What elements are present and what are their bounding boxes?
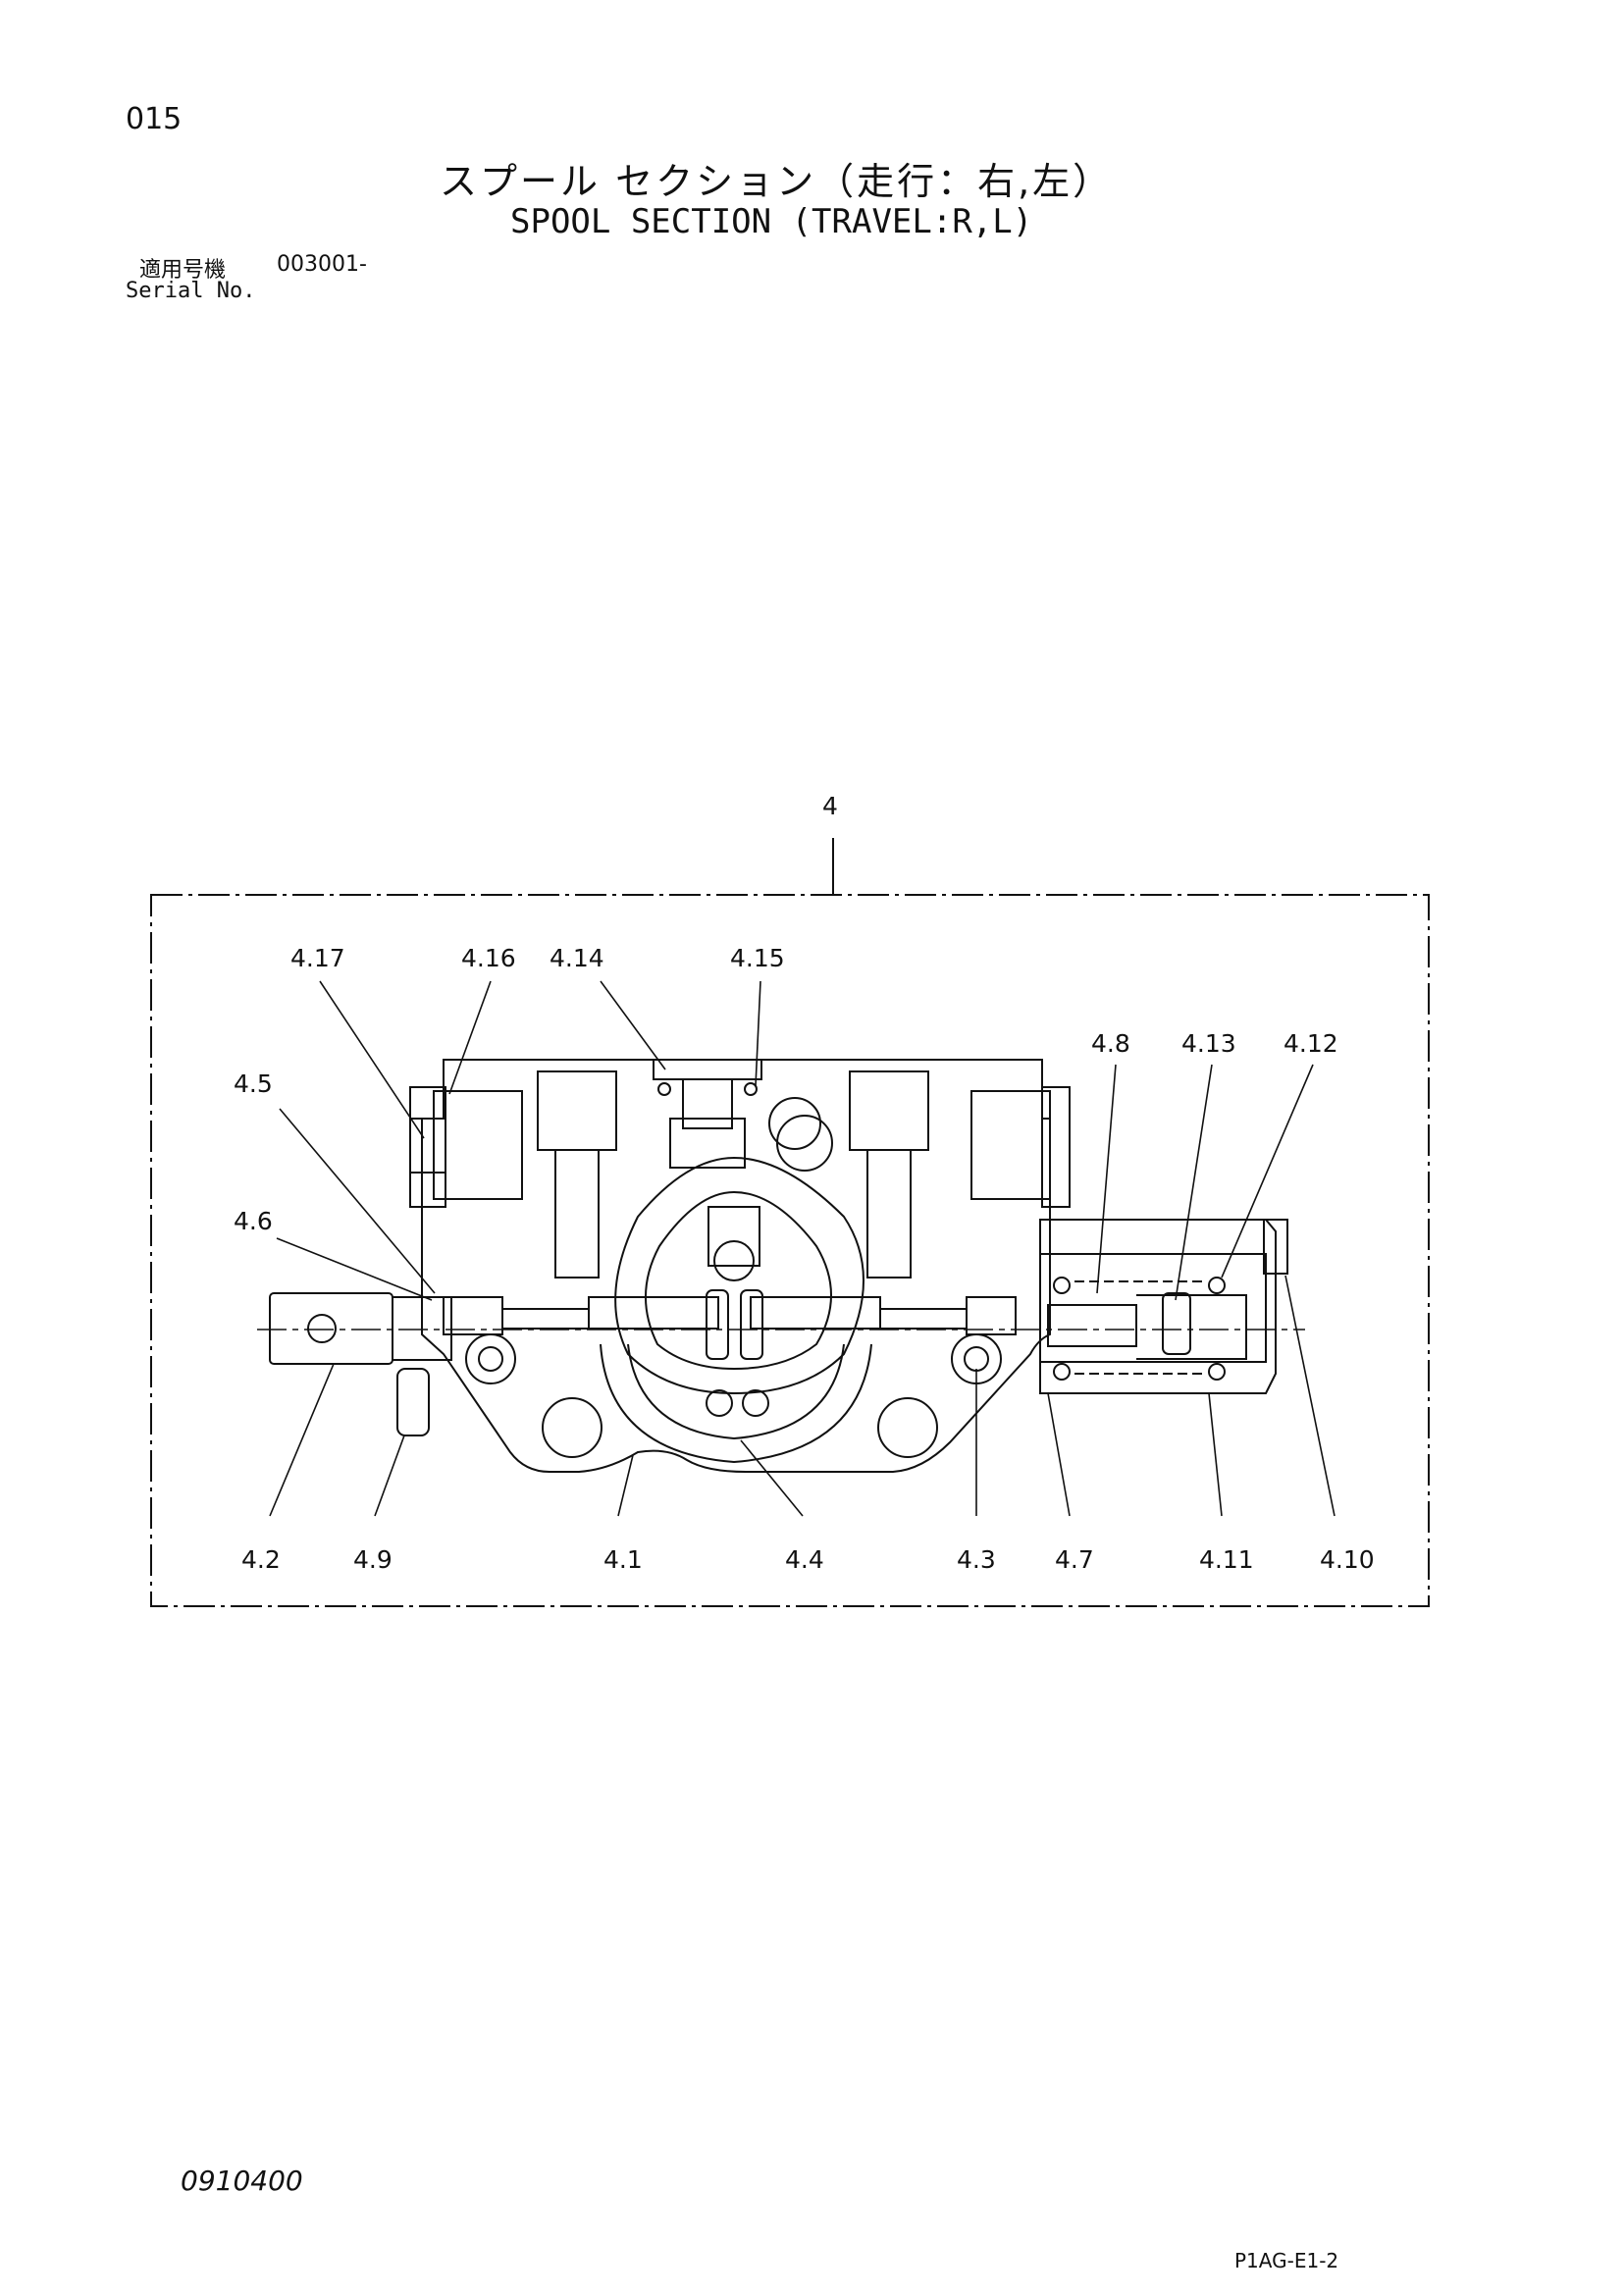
document-code: 0910400 — [181, 2165, 303, 2197]
callout-label: 4.8 — [1091, 1029, 1130, 1058]
port-right — [849, 1070, 929, 1151]
callout-label: 4.10 — [1320, 1545, 1375, 1574]
spring-seat — [1162, 1292, 1191, 1355]
spool-land — [443, 1296, 503, 1335]
right-plug — [970, 1090, 1051, 1200]
callout-label: 4.7 — [1055, 1545, 1094, 1574]
spool-land-center-left — [588, 1296, 719, 1330]
spool-end — [269, 1292, 393, 1365]
serial-label-jp: 適用号機 — [139, 258, 227, 283]
callout-label: 4.1 — [603, 1545, 643, 1574]
callout-label: 4.17 — [290, 944, 345, 972]
assembly-frame — [150, 894, 1430, 1607]
housing-body — [421, 1059, 1051, 1473]
callout-label: 4.16 — [461, 944, 516, 972]
left-plug — [433, 1090, 523, 1200]
callout-label: 4.2 — [241, 1545, 281, 1574]
plug-4-10 — [1263, 1219, 1288, 1275]
assembly-label: 4 — [822, 792, 838, 820]
callout-label: 4.12 — [1283, 1029, 1338, 1058]
callout-label: 4.3 — [957, 1545, 996, 1574]
reference-code: P1AG-E1-2 — [1234, 2249, 1339, 2272]
callout-label: 4.15 — [730, 944, 785, 972]
plug-4-9 — [396, 1368, 430, 1436]
serial-number-value: 003001- — [277, 252, 367, 277]
port-left — [537, 1070, 617, 1151]
spring-cap-4-11 — [1039, 1219, 1277, 1394]
callout-label: 4.9 — [353, 1545, 393, 1574]
callout-label: 4.4 — [785, 1545, 824, 1574]
page-title-jp: スプール セクション（走行：右,左） — [440, 160, 1114, 203]
check-valve-top — [653, 1059, 762, 1080]
spool-land-center-right — [750, 1296, 881, 1330]
page-number: 015 — [126, 102, 183, 136]
left-cap — [409, 1086, 446, 1208]
serial-label-en: Serial No. — [126, 279, 256, 303]
callout-label: 4.11 — [1199, 1545, 1254, 1574]
leader-lines — [269, 980, 1336, 1517]
spring-bolt — [1047, 1304, 1137, 1347]
callout-label: 4.13 — [1181, 1029, 1236, 1058]
inner-passage — [614, 1156, 864, 1395]
page-title-en: SPOOL SECTION (TRAVEL:R,L) — [510, 202, 1033, 241]
callout-label: 4.14 — [550, 944, 604, 972]
callout-label: 4.6 — [234, 1207, 273, 1235]
callout-label: 4.5 — [234, 1070, 273, 1098]
